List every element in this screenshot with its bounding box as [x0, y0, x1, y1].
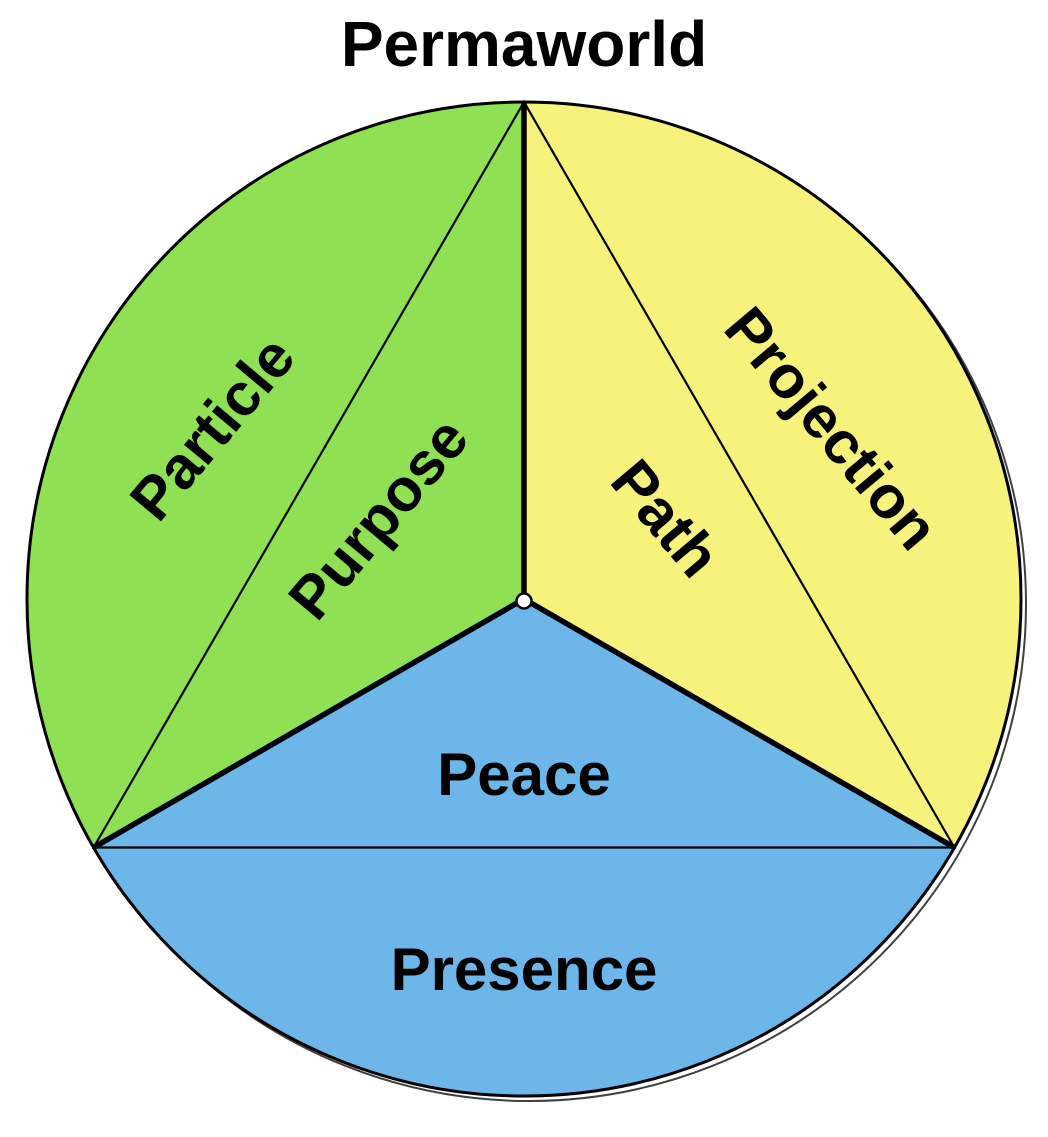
divider-line-lower-right — [522, 596, 956, 850]
inner-label-peace: Peace — [437, 741, 611, 808]
center-dot — [515, 592, 533, 610]
outer-circle — [25, 100, 1023, 1098]
diagram-title: Permaworld — [341, 8, 707, 80]
divider-line-lower-left — [92, 596, 526, 850]
outer-label-presence: Presence — [391, 936, 658, 1003]
inscribed-triangle — [91, 99, 957, 849]
